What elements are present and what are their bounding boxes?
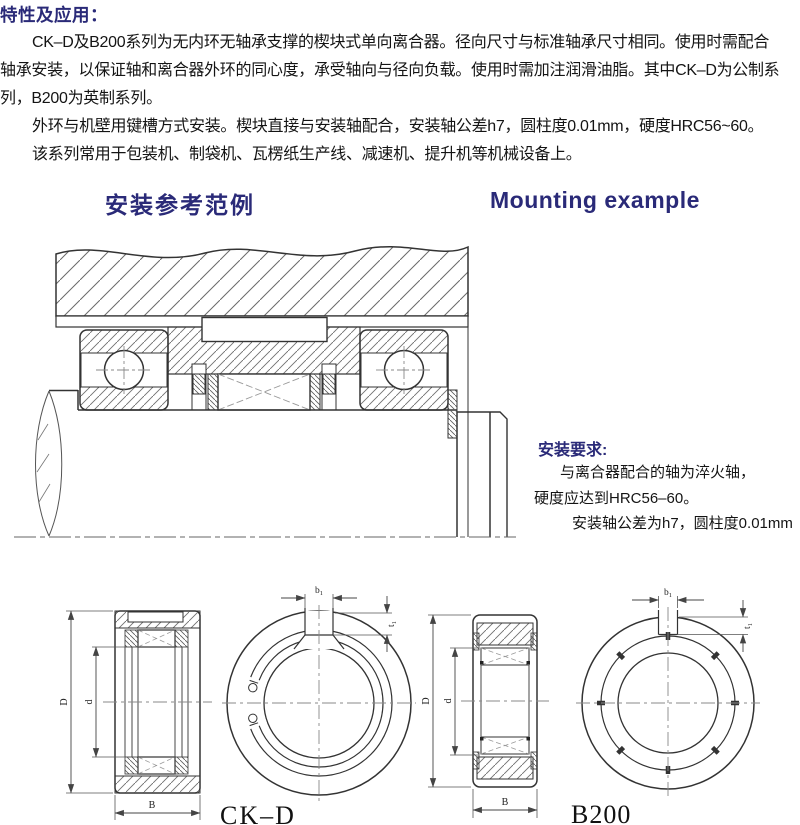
b200-dim-D: D [421,697,432,704]
shaft-collar [447,389,458,439]
shaft [49,389,508,537]
ball-bearing-right [359,329,449,411]
ckd-dim-d: d [84,700,95,705]
ckd-section-keyway [127,611,184,623]
b200-dim-B: B [502,797,509,808]
ckd-label: CK–D [220,801,296,825]
housing-block [55,245,469,317]
b200-dim-d: d [443,699,454,704]
ckd-dim-t1: t1 [387,621,398,627]
circlip-hole [248,683,258,693]
side-plate-right [309,373,321,411]
ball-bearing-left [79,329,169,411]
intro-paragraphs: CK–D及B200系列为无内环无轴承支撑的楔块式单向离合器。径向尺寸与标准轴承尺… [0,29,800,169]
section-title-en: Mounting example [490,187,700,213]
ckd-front-view: b1 t1 [222,586,416,801]
mounting-requirements-line: 与离合器配合的轴为淬火轴， [560,464,756,481]
intro-line: 外环与机壁用键槽方式安装。楔块直接与安装轴配合，安装轴公差h7，圆柱度0.01m… [32,118,764,135]
intro-line: 该系列常用于包装机、制袋机、瓦楞纸生产线、减速机、提升机等机械设备上。 [32,146,582,163]
section-title-zh: 安装参考范例 [105,192,255,218]
mounting-requirements-heading: 安装要求: [538,442,608,459]
b200-label: B200 [571,800,631,825]
intro-line: CK–D及B200系列为无内环无轴承支撑的楔块式单向离合器。径向尺寸与标准轴承尺… [32,34,770,51]
b200-dim-t1: t1 [743,623,754,629]
intro-line: 轴承安装，以保证轴和离合器外环的同心度，承受轴向与径向负载。使用时需加注润滑油脂… [0,62,780,79]
ckd-dim-D: D [59,698,70,705]
intro-heading: 特性及应用： [0,5,108,25]
ckd-figure: D d B [59,586,416,825]
ckd-section-view [103,610,212,794]
mounting-requirements-line: 硬度应达到HRC56–60。 [534,489,699,507]
b200-section-view [461,614,549,788]
shaft-break-left [35,390,63,537]
retainer-right-hatch [322,373,336,395]
ckd-dim-B: B [149,800,156,811]
side-plate-left [207,373,219,411]
b200-figure: D d B [421,588,760,825]
sprag-diagonal [217,373,311,411]
sprag-diagonal [217,373,311,411]
ckd-dim-b1: b1 [315,586,323,597]
circlip-hole [248,713,258,723]
b200-front-view: b1 t1 [576,588,760,799]
ckd-dimensions: D d B [59,610,201,820]
b200-keyway-dims: b1 t1 [632,588,754,652]
keyway-key [201,316,328,343]
intro-line: 列，B200为英制系列。 [0,90,162,107]
mounting-example-drawing [14,245,516,538]
b200-dim-b1: b1 [664,588,672,599]
b200-keyway-clear [658,608,678,635]
retainer-left-hatch [192,373,206,395]
b200-dimensions: D d B [421,614,538,818]
mounting-requirements-line: 安装轴公差为h7，圆柱度0.01mm [572,515,793,532]
mounting-requirements: 安装要求: 与离合器配合的轴为淬火轴， 硬度应达到HRC56–60。 安装轴公差… [534,436,800,537]
ckd-keyway-dims: b1 t1 [281,586,398,652]
